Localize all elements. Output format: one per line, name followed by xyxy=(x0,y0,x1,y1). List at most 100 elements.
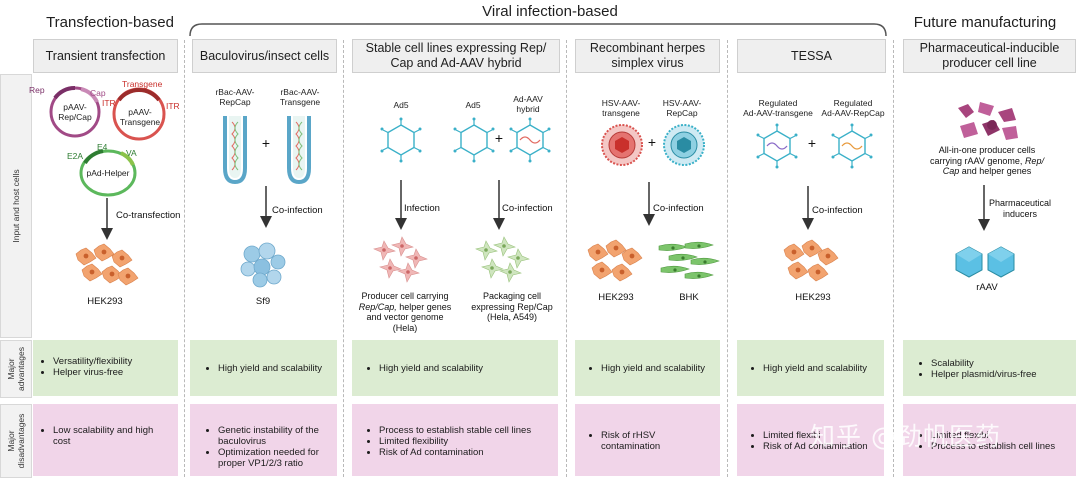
label-ad5-infection: Ad5 xyxy=(393,100,409,110)
label-pAAV-rep-cap: pAAV- Rep/Cap xyxy=(58,102,92,122)
label-hek293-transient: HEK293 xyxy=(87,296,123,307)
disadvantages-list-pharma: Limited flexibiProcess to establish cell… xyxy=(918,430,1063,452)
capsid-ad5-coinfection xyxy=(452,116,496,164)
capsid-ad5-infection xyxy=(379,116,423,164)
advantages-list-baculovirus: High yield and scalability xyxy=(205,363,335,374)
arrow-label-co-infection-hsv: Co-infection xyxy=(653,203,704,214)
row-label-input: Input and host cells xyxy=(0,74,32,338)
label-rbac-transgene: rBac-AAV- Transgene xyxy=(279,87,321,107)
row-label-disadvantages: Major disadvantages xyxy=(0,404,32,478)
label-raav: rAAV xyxy=(976,282,998,293)
arrow-infection xyxy=(395,180,407,230)
list-item: High yield and scalability xyxy=(218,363,335,374)
capsid-regulated-transgene xyxy=(755,122,799,170)
label-regulated-repcap: Regulated Ad-AAV-RepCap xyxy=(821,98,885,118)
disadvantages-list-stable: Process to establish stable cell linesLi… xyxy=(366,425,551,458)
cells-hek293-hsv xyxy=(587,239,643,282)
arrow-pharma-inducers xyxy=(978,185,990,231)
label-pAAV-transgene: pAAV- Transgene xyxy=(119,107,161,127)
advantages-box-herpes xyxy=(575,340,720,396)
label-bhk: BHK xyxy=(679,292,699,303)
disadvantages-list-tessa: Limited flexibiRisk of Ad contamination xyxy=(750,430,870,452)
group-title-future: Future manufacturing xyxy=(913,14,1057,31)
list-item: Limited flexibility xyxy=(379,436,551,447)
list-item: High yield and scalability xyxy=(763,363,880,374)
column-header-tessa: TESSA xyxy=(737,39,886,73)
list-item: Scalability xyxy=(931,358,1068,369)
cells-sf9 xyxy=(240,242,286,288)
arrow-co-infection-tessa xyxy=(802,186,814,230)
plus-sign: + xyxy=(261,135,271,151)
list-item: Versatility/flexibility xyxy=(53,356,175,367)
label-e4: E4 xyxy=(97,142,108,152)
hsv-virus-repcap xyxy=(663,124,705,166)
label-producer-cell: Producer cell carrying Rep/Cap, helper g… xyxy=(358,291,452,333)
list-item: Genetic instability of the baculovirus xyxy=(218,425,333,447)
list-item: Process to establish stable cell lines xyxy=(379,425,551,436)
cells-hek293-transient xyxy=(75,243,139,286)
plasmid-ad-helper xyxy=(79,149,137,197)
list-item: Helper plasmid/virus-free xyxy=(931,369,1068,380)
label-itr-right: ITR xyxy=(166,101,180,111)
hsv-virus-transgene xyxy=(601,124,643,166)
watermark: 知乎 @劲帆医药 xyxy=(810,422,1001,451)
cells-producer-hela xyxy=(373,236,428,283)
cells-producer-all-in-one xyxy=(958,102,1018,140)
cells-bhk xyxy=(658,241,720,280)
label-hek293-hsv: HEK293 xyxy=(598,292,634,303)
label-hsv-aav-transgene: HSV-AAV- transgene xyxy=(601,98,641,118)
list-item: High yield and scalability xyxy=(379,363,546,374)
label-itr-left: ITR xyxy=(102,98,116,108)
list-item: Process to establish cell lines xyxy=(931,441,1063,452)
list-item: Limited flexibi xyxy=(763,430,870,441)
column-separator xyxy=(727,40,728,477)
capsid-ad-aav-hybrid xyxy=(508,116,552,164)
column-header-stable-cell-lines: Stable cell lines expressing Rep/ Cap an… xyxy=(352,39,560,73)
raav-capsids xyxy=(955,246,1015,278)
advantages-box-pharma xyxy=(903,340,1076,396)
label-cap: Cap xyxy=(90,88,106,98)
capsid-regulated-repcap xyxy=(830,122,874,170)
label-ad-aav-hybrid: Ad-AAV hybrid xyxy=(513,94,543,114)
plus-sign: + xyxy=(494,130,504,146)
arrow-label-co-transfection: Co-transfection xyxy=(116,210,181,221)
column-header-herpes: Recombinant herpes simplex virus xyxy=(575,39,720,73)
list-item: Optimization needed for proper VP1/2/3 r… xyxy=(218,447,333,469)
arrow-co-infection-hsv xyxy=(643,182,655,226)
disadvantages-box-transient xyxy=(33,404,178,476)
list-item: Limited flexibi xyxy=(931,430,1063,441)
disadvantages-list-transient: Low scalability and high cost xyxy=(40,425,168,447)
label-all-in-one-cells: All-in-one producer cells carrying rAAV … xyxy=(930,145,1044,176)
list-item: Risk of rHSV contamination xyxy=(601,430,708,452)
label-sf9: Sf9 xyxy=(255,296,271,307)
label-ad5-coinfection: Ad5 xyxy=(465,100,481,110)
disadvantages-box-stable xyxy=(352,404,558,476)
column-separator xyxy=(566,40,567,477)
plasmid-transgene xyxy=(112,87,166,141)
advantages-list-herpes: High yield and scalability xyxy=(588,363,718,374)
disadvantages-box-herpes xyxy=(575,404,720,476)
label-rep: Rep xyxy=(29,85,45,95)
label-rbac-repcap: rBac-AAV- RepCap xyxy=(215,87,255,107)
plasmid-rep-cap xyxy=(49,85,101,138)
advantages-list-transient: Versatility/flexibilityHelper virus-free xyxy=(40,356,175,378)
label-hsv-aav-repcap: HSV-AAV- RepCap xyxy=(662,98,702,118)
column-header-transient: Transient transfection xyxy=(33,39,178,73)
disadvantages-list-herpes: Risk of rHSV contamination xyxy=(588,430,708,452)
label-e2a: E2A xyxy=(67,151,84,161)
disadvantages-box-pharma xyxy=(903,404,1076,476)
arrow-co-infection-hybrid xyxy=(493,180,505,230)
advantages-box-stable xyxy=(352,340,558,396)
arrow-label-co-infection-bac: Co-infection xyxy=(272,205,323,216)
arrow-label-co-infection-tessa: Co-infection xyxy=(812,205,863,216)
list-item: Low scalability and high cost xyxy=(53,425,168,447)
arrow-label-pharma-inducers: Pharmaceutical inducers xyxy=(989,198,1052,219)
arrow-co-infection-bac xyxy=(260,186,272,228)
baculovirus-transgene xyxy=(287,114,311,184)
column-header-pharma-inducible: Pharmaceutical-inducible producer cell l… xyxy=(903,39,1076,73)
cells-hek293-tessa xyxy=(783,239,839,282)
cells-packaging-hela xyxy=(475,236,530,283)
advantages-list-stable: High yield and scalability xyxy=(366,363,546,374)
advantages-box-baculovirus xyxy=(190,340,337,396)
label-regulated-transgene: Regulated Ad-AAV-transgene xyxy=(743,98,813,118)
